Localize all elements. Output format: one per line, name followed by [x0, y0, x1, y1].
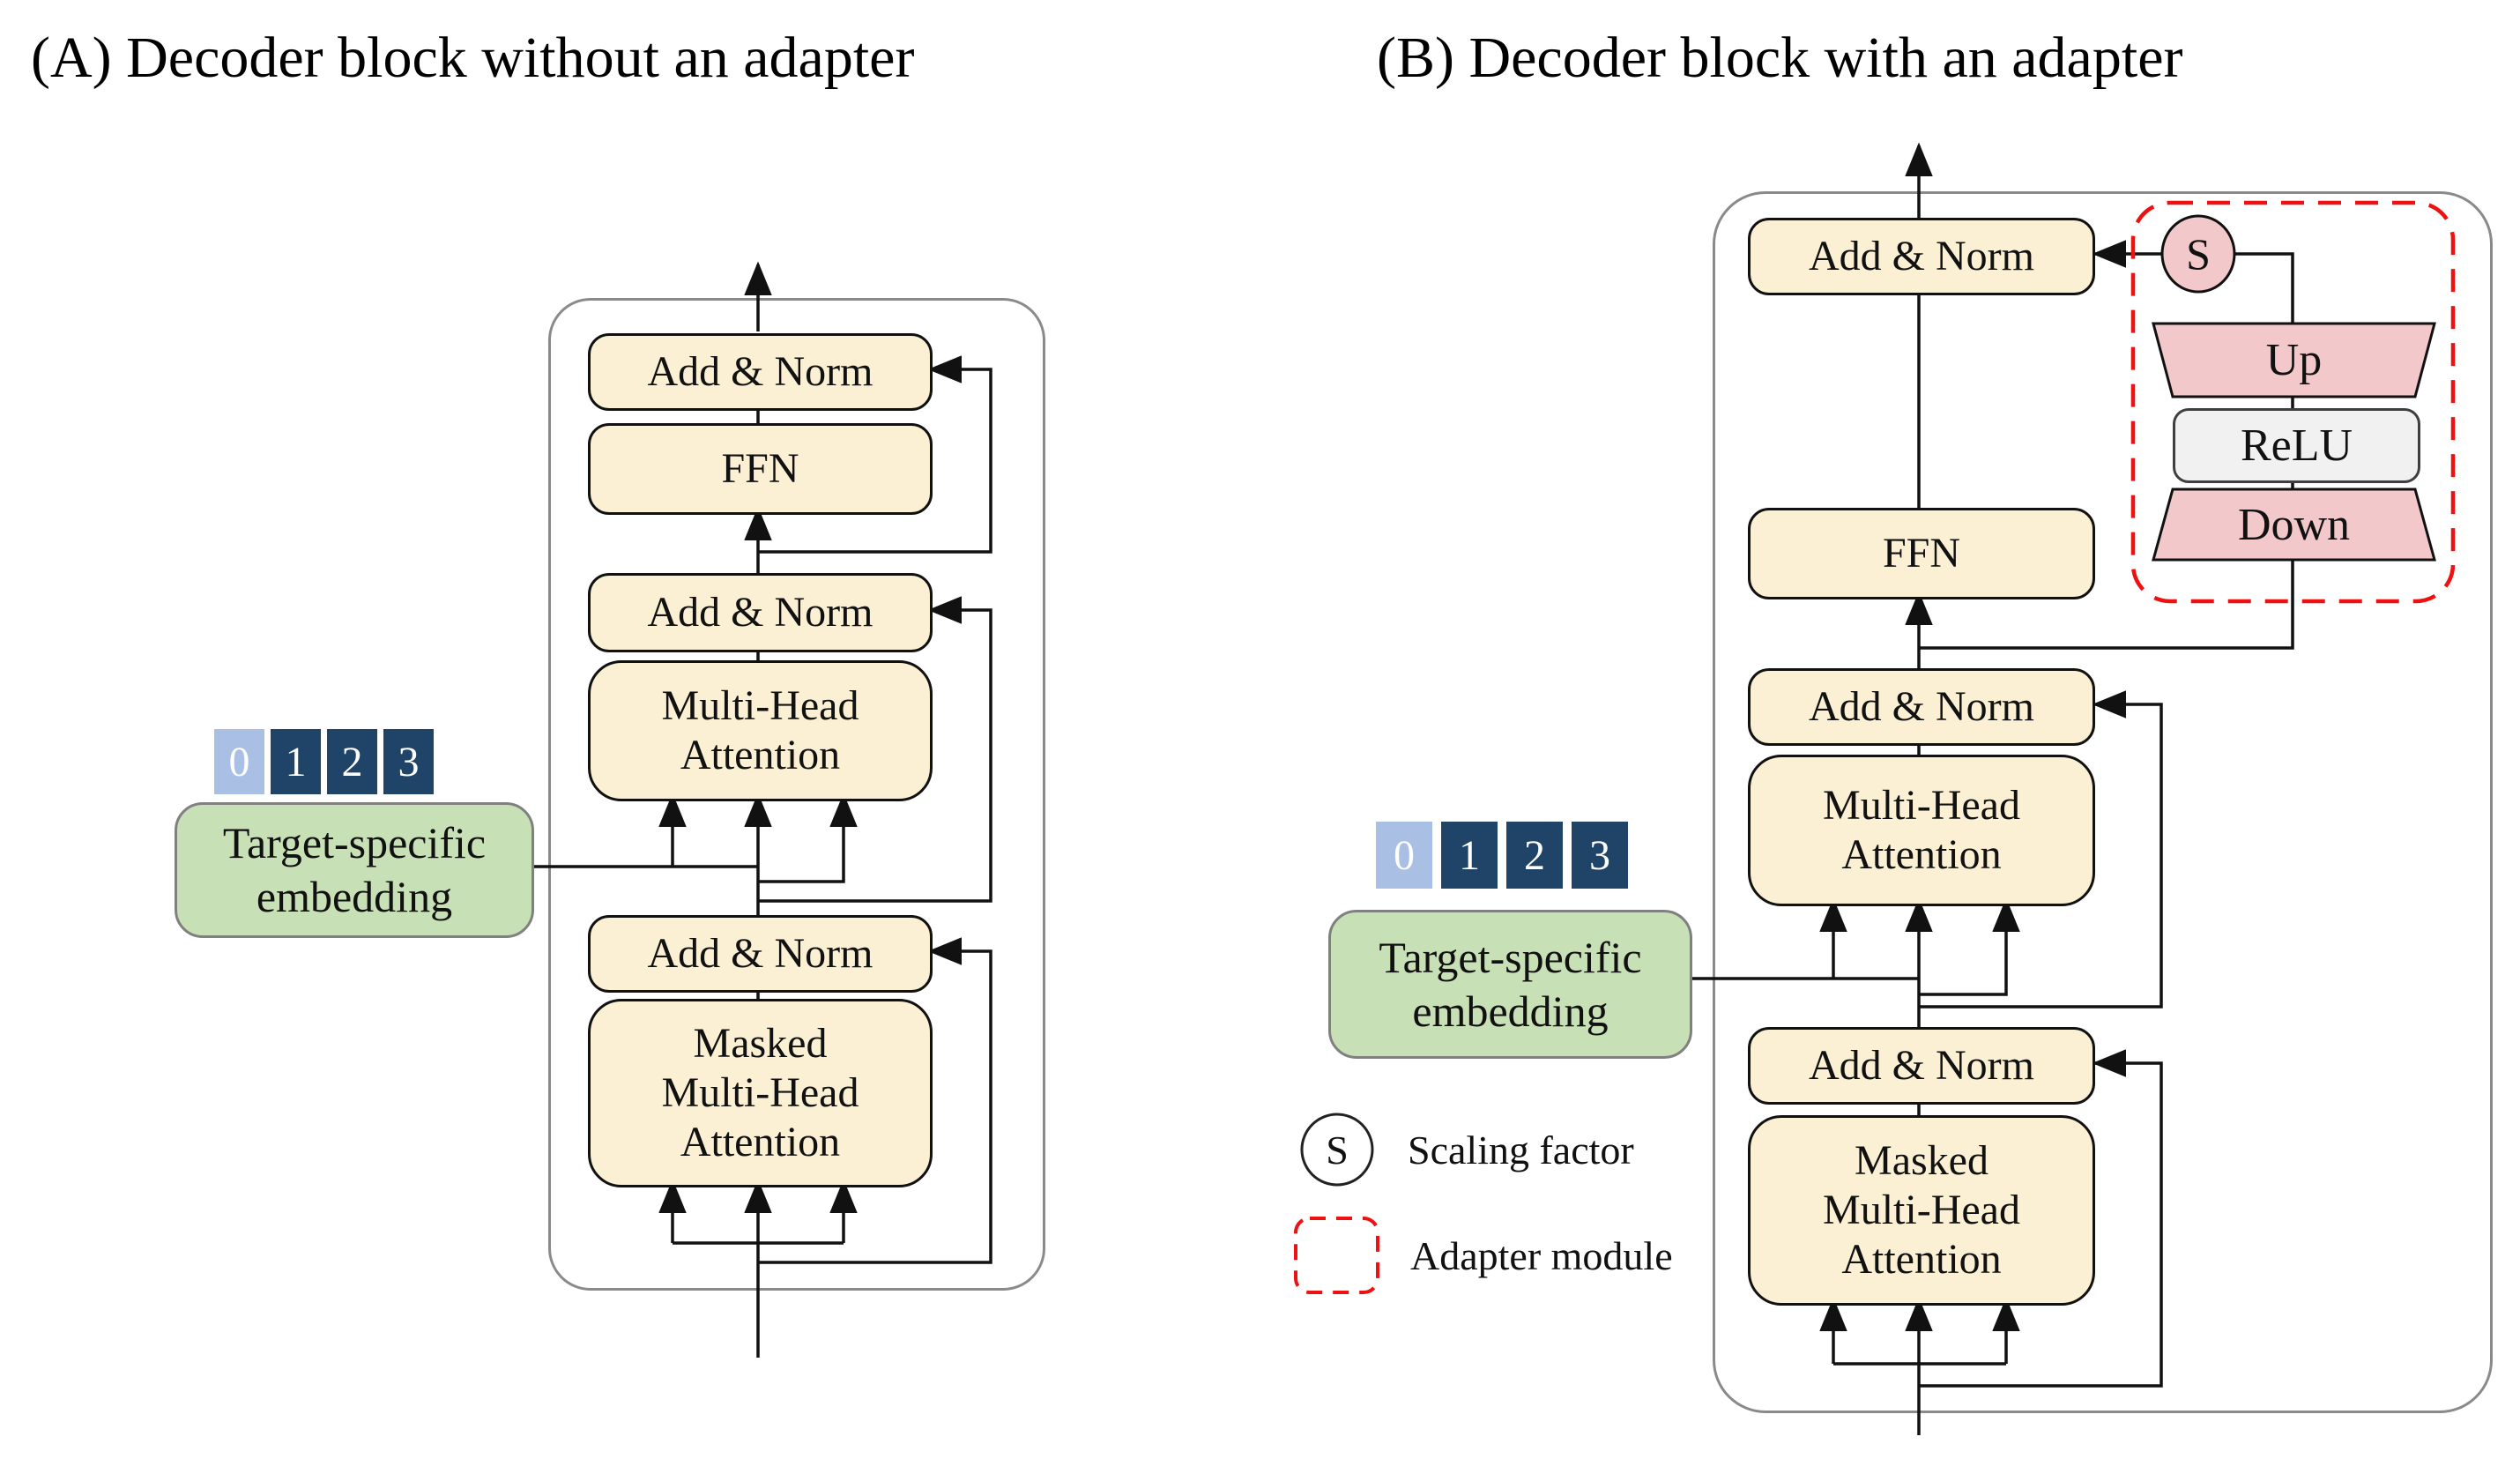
add-norm-block: Add & Norm [1748, 218, 2095, 295]
target-specific-embedding-box: Target-specific embedding [175, 802, 534, 938]
token-digit: 0 [1394, 831, 1415, 879]
relu-block: ReLU [2173, 408, 2420, 483]
legend-scaling-glyph: S [1326, 1127, 1349, 1172]
add-norm-block: Add & Norm [588, 333, 933, 411]
mha-label-line: Multi-Head [1823, 782, 2020, 830]
token-square-2: 2 [327, 729, 377, 794]
token-digit: 1 [285, 738, 307, 785]
token-square-3: 3 [1572, 822, 1628, 889]
legend-adapter-square [1294, 1217, 1379, 1294]
down-projection-label: Down [2153, 489, 2435, 560]
multi-head-attention-block: Multi-Head Attention [588, 660, 933, 801]
token-digit: 2 [1524, 831, 1545, 879]
token-square-1: 1 [1441, 822, 1498, 889]
legend-scaling-text: Scaling factor [1408, 1127, 1634, 1172]
embedding-label-line: embedding [1412, 986, 1609, 1036]
add-norm-label: Add & Norm [1809, 233, 2034, 280]
masked-mha-label-line: Masked [1855, 1137, 1988, 1185]
down-text: Down [2237, 499, 2351, 550]
mha-label-line: Attention [680, 732, 841, 778]
legend-scaling-symbol: S [1302, 1114, 1372, 1185]
masked-mha-label-line: Attention [680, 1118, 841, 1165]
up-projection-label: Up [2153, 324, 2435, 397]
token-square-0: 0 [1376, 822, 1432, 889]
add-norm-label: Add & Norm [647, 589, 873, 636]
add-norm-label: Add & Norm [1809, 1042, 2034, 1090]
target-specific-embedding-box: Target-specific embedding [1328, 910, 1692, 1059]
legend-adapter-text: Adapter module [1410, 1232, 1673, 1278]
mha-label-line: Multi-Head [661, 682, 859, 730]
token-square-2: 2 [1506, 822, 1563, 889]
ffn-block: FFN [1748, 508, 2095, 599]
add-norm-block: Add & Norm [588, 915, 933, 993]
decoder-block-container-a [548, 298, 1045, 1291]
add-norm-label: Add & Norm [647, 930, 873, 978]
masked-mha-label-line: Attention [1841, 1235, 2002, 1283]
ffn-block: FFN [588, 423, 933, 515]
scaling-symbol-glyph: S [2186, 229, 2211, 279]
masked-mha-label-line: Masked [693, 1020, 828, 1068]
token-digit: 1 [1459, 831, 1480, 879]
embedding-label-line: Target-specific [222, 818, 487, 867]
scaling-factor-symbol: S [2163, 217, 2234, 291]
add-norm-label: Add & Norm [647, 348, 873, 396]
multi-head-attention-block: Multi-Head Attention [1748, 755, 2095, 906]
token-digit: 0 [228, 738, 250, 785]
mha-label-line: Attention [1841, 831, 2002, 878]
masked-mha-label-line: Multi-Head [1823, 1187, 2020, 1234]
embedding-label-line: Target-specific [1379, 932, 1642, 982]
token-digit: 3 [1589, 831, 1610, 879]
masked-multi-head-attention-block: Masked Multi-Head Attention [588, 999, 933, 1187]
ffn-label: FFN [1882, 530, 1961, 577]
token-square-3: 3 [383, 729, 434, 794]
legend-scaling-circle [1300, 1113, 1374, 1187]
panel-a-title: (A) Decoder block without an adapter [31, 26, 915, 90]
legend-scaling-label: Scaling factor [1408, 1120, 1634, 1180]
scaling-factor-symbol-shape [2160, 214, 2236, 294]
masked-multi-head-attention-block: Masked Multi-Head Attention [1748, 1115, 2095, 1306]
add-norm-block: Add & Norm [588, 573, 933, 652]
token-digit: 2 [341, 738, 363, 785]
add-norm-label: Add & Norm [1809, 683, 2034, 731]
down-projection-trapezoid [2152, 488, 2436, 562]
token-square-1: 1 [271, 729, 321, 794]
panel-b-title: (B) Decoder block with an adapter [1377, 26, 2183, 90]
add-norm-block: Add & Norm [1748, 1027, 2095, 1105]
relu-text: ReLU [2240, 421, 2353, 471]
add-norm-block: Add & Norm [1748, 668, 2095, 746]
masked-mha-label-line: Multi-Head [661, 1069, 859, 1117]
decoder-block-container-b [1713, 191, 2493, 1413]
ffn-label: FFN [721, 445, 799, 493]
up-projection-trapezoid [2152, 322, 2436, 398]
left-wires [529, 261, 992, 1358]
adapter-module-outline [2130, 200, 2456, 604]
up-text: Up [2265, 335, 2323, 385]
token-digit: 3 [398, 738, 420, 785]
token-square-0: 0 [214, 729, 264, 794]
embedding-label-line: embedding [256, 872, 453, 921]
legend-adapter-label: Adapter module [1410, 1225, 1673, 1285]
